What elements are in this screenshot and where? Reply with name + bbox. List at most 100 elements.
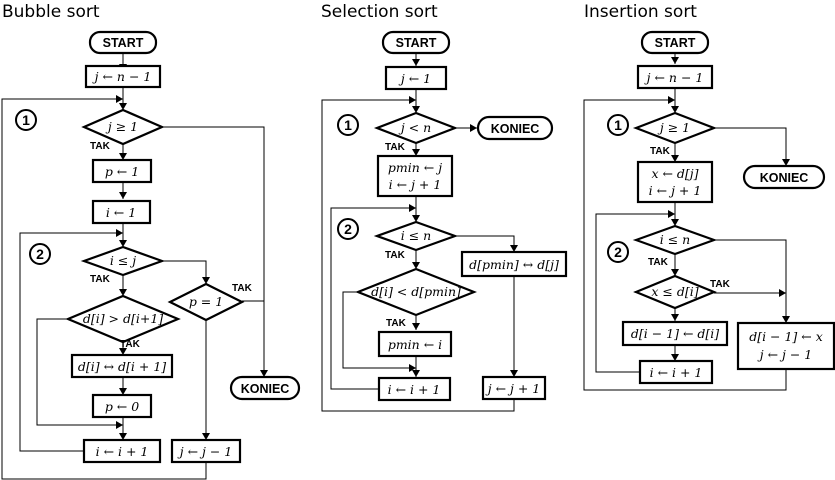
selection-inc-i-label: i ← i + 1 xyxy=(388,382,441,397)
bubble-inner-decision xyxy=(80,245,166,277)
bubble-end-terminal xyxy=(229,375,301,401)
bubble-init-label: j ← n − 1 xyxy=(92,69,152,84)
selection-loop-marker-2-label: 2 xyxy=(344,221,352,237)
selection-assign-box xyxy=(376,154,454,198)
bubble-init-box xyxy=(84,64,162,89)
bubble-dec-j-label: j ← j − 1 xyxy=(177,444,233,459)
selection-compare-yes-label: TAK xyxy=(386,318,407,329)
bubble-inc-i-box xyxy=(82,438,162,464)
insertion-outer-decision xyxy=(632,111,718,145)
insertion-place-line2: j ← j − 1 xyxy=(757,347,813,362)
insertion-place-line1: d[i − 1] ← x xyxy=(749,329,823,344)
insertion-end-terminal xyxy=(742,164,826,190)
bubble-p-condition: p = 1 xyxy=(189,294,223,309)
insertion-loop-marker-1-label: 1 xyxy=(614,117,622,133)
selection-end-terminal xyxy=(476,115,554,141)
bubble-set-p1-label: p ← 1 xyxy=(105,164,139,179)
selection-set-pmin-box xyxy=(377,330,453,358)
selection-init-box xyxy=(384,65,448,91)
selection-compare-condition: d[i] < d[pmin] xyxy=(371,284,461,299)
bubble-set-p1-box xyxy=(91,158,153,184)
bubble-set-i1-label: i ← 1 xyxy=(106,205,136,220)
selection-sort-flowchart: START j ← 1 1 j < n TAK KONIEC pmin ← j … xyxy=(321,30,568,412)
selection-outer-decision xyxy=(373,111,459,145)
insertion-assign-box xyxy=(636,160,714,204)
bubble-swap-box xyxy=(70,353,174,379)
bubble-p-decision xyxy=(167,282,245,322)
insertion-outer-yes-label: TAK xyxy=(650,146,671,157)
insertion-loop-marker-2 xyxy=(607,241,629,263)
insertion-init-label: j ← n − 1 xyxy=(644,70,704,85)
bubble-loop-marker-1-label: 1 xyxy=(22,112,30,128)
bubble-loop-marker-1 xyxy=(15,109,37,131)
selection-swap-label: d[pmin] ↔ d[j] xyxy=(469,257,559,272)
bubble-compare-decision xyxy=(65,294,181,344)
bubble-outer-decision xyxy=(81,108,165,146)
insertion-shift-box xyxy=(621,320,729,347)
bubble-set-i1-box xyxy=(91,199,152,225)
bubble-compare-condition: d[i] > d[i+1] xyxy=(83,311,163,326)
insertion-inc-i-label: i ← i + 1 xyxy=(650,365,703,380)
selection-loop-marker-1-label: 1 xyxy=(344,117,352,133)
bubble-inner-yes-label: TAK xyxy=(90,274,111,285)
insertion-outer-condition: j ≥ 1 xyxy=(657,120,690,135)
insertion-compare-decision xyxy=(633,274,717,310)
selection-compare-decision xyxy=(355,267,477,317)
bubble-set-p0-label: p ← 0 xyxy=(105,399,139,414)
bubble-loop-marker-2-label: 2 xyxy=(36,246,44,262)
bubble-outer-yes-label: TAK xyxy=(90,141,111,152)
selection-assign-line2: i ← j + 1 xyxy=(389,177,442,192)
bubble-p-yes-label: TAK xyxy=(232,283,253,294)
bubble-start-label: START xyxy=(103,36,144,50)
bubble-inc-i-label: i ← i + 1 xyxy=(96,444,149,459)
insertion-sort-flowchart: START j ← n − 1 1 j ≥ 1 TAK KONIEC x ← d… xyxy=(583,30,835,391)
bubble-loop-marker-2 xyxy=(29,243,51,265)
bubble-dec-j-box xyxy=(170,438,242,464)
selection-start-label: START xyxy=(396,36,437,50)
selection-loop-marker-2 xyxy=(337,218,359,240)
bubble-inner-condition: i ≤ j xyxy=(110,253,136,268)
insertion-shift-label: d[i − 1] ← d[i] xyxy=(631,326,719,341)
selection-inner-yes-label: TAK xyxy=(385,250,406,261)
bubble-end-label: KONIEC xyxy=(241,382,290,396)
selection-inc-j-label: j ← j + 1 xyxy=(485,381,541,396)
selection-inc-i-box xyxy=(377,376,452,402)
insertion-place-box xyxy=(736,321,835,371)
selection-set-pmin-label: pmin ← i xyxy=(388,337,442,352)
insertion-assign-line2: i ← j + 1 xyxy=(649,183,702,198)
insertion-inner-condition: i ≤ n xyxy=(660,232,690,247)
bubble-compare-yes-label: TAK xyxy=(120,339,141,350)
selection-swap-box xyxy=(460,250,568,278)
insertion-loop-marker-2-label: 2 xyxy=(614,244,622,260)
selection-assign-line1: pmin ← j xyxy=(388,160,442,175)
selection-loop-marker-1 xyxy=(337,114,359,136)
selection-outer-condition: j < n xyxy=(398,120,431,135)
selection-inc-j-box xyxy=(481,375,547,401)
selection-inner-decision xyxy=(373,220,459,252)
insertion-inner-decision xyxy=(632,224,718,256)
insertion-init-box xyxy=(636,64,714,90)
bubble-swap-label: d[i] ↔ d[i + 1] xyxy=(78,359,166,374)
selection-start-terminal xyxy=(381,30,451,55)
bubble-set-p0-box xyxy=(91,393,153,419)
insertion-compare-condition: x ≤ d[i] xyxy=(651,284,698,299)
insertion-inner-yes-label: TAK xyxy=(648,257,669,268)
insertion-start-terminal xyxy=(640,30,710,55)
bubble-outer-condition: j ≥ 1 xyxy=(105,119,138,134)
selection-end-label: KONIEC xyxy=(491,122,540,136)
selection-sort-title: Selection sort xyxy=(321,2,438,22)
insertion-end-label: KONIEC xyxy=(760,171,809,185)
insertion-inc-i-box xyxy=(638,359,714,385)
insertion-compare-yes-label: TAK xyxy=(710,279,731,290)
selection-inner-condition: i ≤ n xyxy=(401,228,431,243)
insertion-sort-title: Insertion sort xyxy=(584,2,697,22)
bubble-sort-title: Bubble sort xyxy=(2,2,100,22)
insertion-assign-line1: x ← d[j] xyxy=(651,166,698,181)
bubble-sort-flowchart: START j ← n − 1 j ≥ 1 TAK 1 p ← 1 i ← 1 … xyxy=(1,30,301,480)
bubble-start-terminal xyxy=(88,30,158,55)
insertion-start-label: START xyxy=(655,36,696,50)
selection-init-label: j ← 1 xyxy=(398,71,431,86)
selection-outer-yes-label: TAK xyxy=(385,142,406,153)
insertion-loop-marker-1 xyxy=(607,114,629,136)
